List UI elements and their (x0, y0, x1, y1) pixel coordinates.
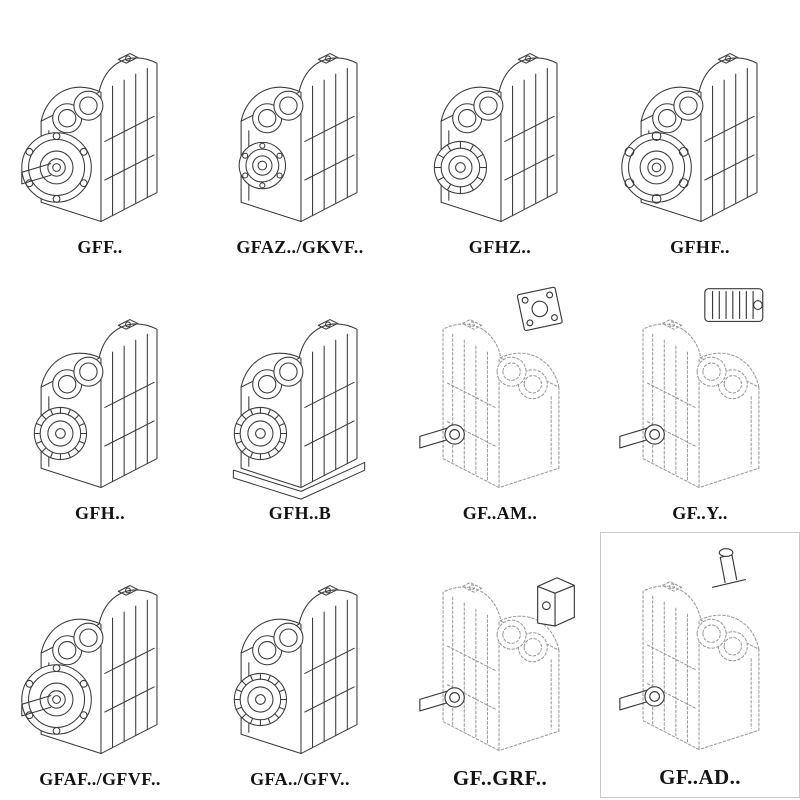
catalog-cell: GFF.. (0, 0, 200, 266)
gearbox-drawing-gff (6, 13, 194, 237)
catalog-cell: GF..AD.. (600, 532, 800, 798)
model-label: GF..Y.. (672, 503, 728, 524)
catalog-cell: GF..GRF.. (400, 532, 600, 798)
catalog-cell: GFAZ../GKVF.. (200, 0, 400, 266)
model-label: GFA../GFV.. (250, 769, 350, 790)
gearbox-drawing-gf-ad (606, 541, 794, 765)
gearbox-drawing-gfhf (606, 13, 794, 237)
gearbox-drawing-gfh-b (206, 279, 394, 503)
gearbox-drawing-gfhz (406, 13, 594, 237)
gearbox-drawing-gfa-gfv (206, 545, 394, 769)
gearbox-drawing-gfaf-gfvf (6, 545, 194, 769)
catalog-cell: GF..Y.. (600, 266, 800, 532)
catalog-cell: GFHZ.. (400, 0, 600, 266)
model-label: GFAZ../GKVF.. (236, 237, 364, 258)
gearbox-drawing-gf-y (606, 279, 794, 503)
catalog-cell: GFH.. (0, 266, 200, 532)
gearbox-drawing-gfh (6, 279, 194, 503)
gearbox-drawing-gf-am (406, 279, 594, 503)
model-label: GFF.. (77, 237, 123, 258)
model-label: GF..AM.. (462, 503, 538, 524)
catalog-cell: GFA../GFV.. (200, 532, 400, 798)
model-label: GF..GRF.. (452, 765, 548, 790)
model-label: GFHF.. (670, 237, 730, 258)
catalog-cell: GFH..B (200, 266, 400, 532)
model-label: GFHZ.. (468, 237, 532, 258)
catalog-cell: GF..AM.. (400, 266, 600, 532)
model-label: GF..AD.. (659, 764, 741, 789)
model-label: GFH.. (75, 503, 125, 524)
model-label: GFH..B (268, 503, 332, 524)
catalog-cell: GFAF../GFVF.. (0, 532, 200, 798)
catalog-cell: GFHF.. (600, 0, 800, 266)
gearbox-drawing-gfaz-gkvf (206, 13, 394, 237)
gearbox-drawing-gf-grf (406, 542, 594, 766)
model-label: GFAF../GFVF.. (39, 769, 161, 790)
